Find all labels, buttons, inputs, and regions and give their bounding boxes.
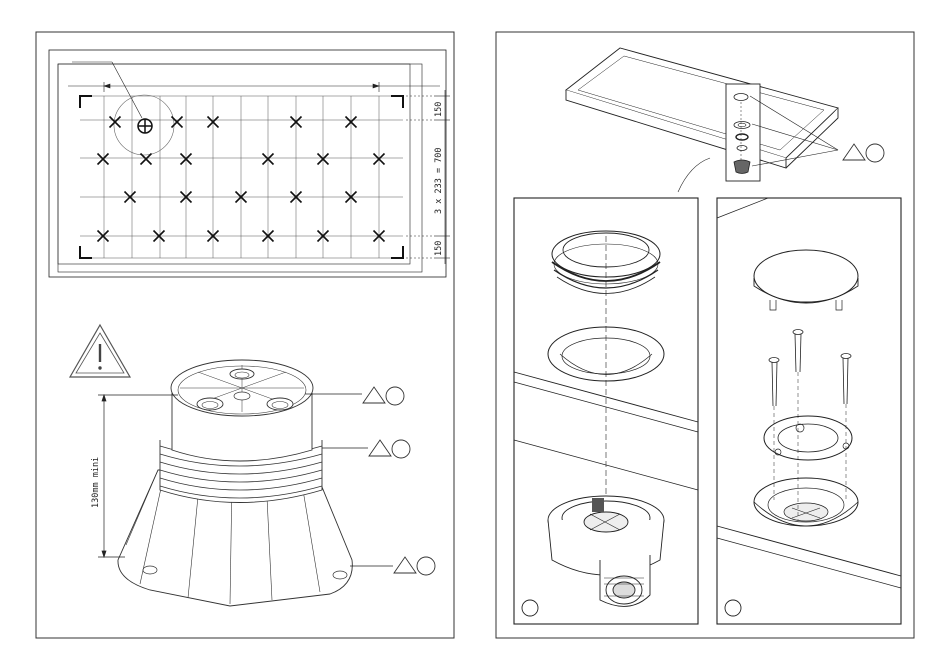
step-circle-2 xyxy=(725,600,741,616)
dim-middle-span: 3 x 233 = 700 xyxy=(434,147,444,214)
adjustable-pedestal xyxy=(118,360,352,606)
detail-panel-left xyxy=(514,198,698,624)
layout-plan: 150 3 x 233 = 700 150 xyxy=(49,50,450,277)
dim-top-margin: 150 xyxy=(434,102,444,117)
shower-tray-overview xyxy=(566,48,838,192)
triangle-circle-callout-3 xyxy=(350,557,435,575)
triangle-circle-callout-4 xyxy=(843,144,884,162)
dim-bottom-margin: 150 xyxy=(434,241,444,256)
detail-panel-right xyxy=(717,198,901,624)
drain-zone-circle xyxy=(114,95,174,155)
height-label: 130mm mini xyxy=(91,457,101,508)
step-circle-1 xyxy=(522,600,538,616)
triangle-circle-callout-2 xyxy=(322,440,410,458)
triangle-circle-callout-1 xyxy=(305,387,404,405)
circle-plus-icon xyxy=(138,119,152,133)
warning-triangle-icon xyxy=(70,325,130,377)
